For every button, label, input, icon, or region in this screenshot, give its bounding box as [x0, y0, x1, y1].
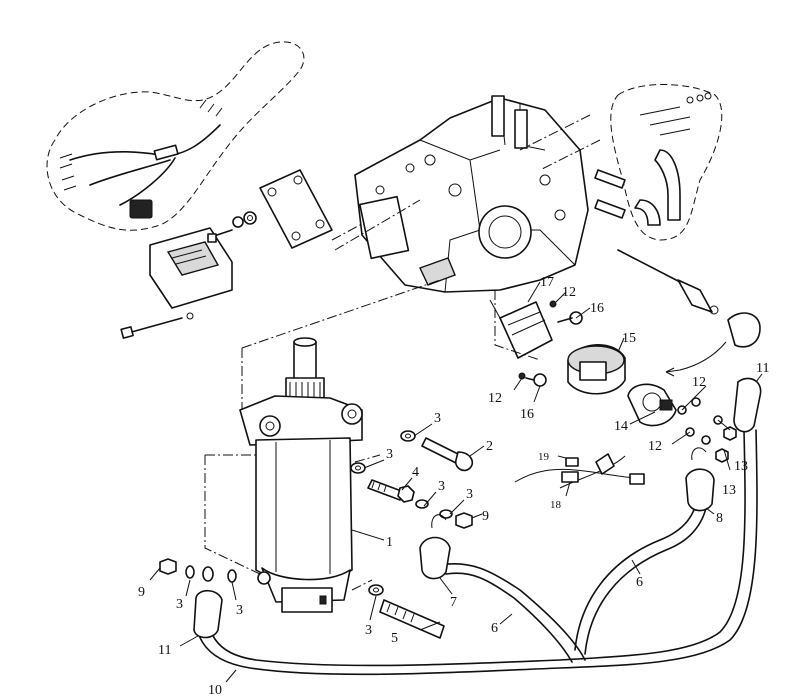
bracket-plate — [259, 169, 333, 249]
callout-11b: 11 — [756, 361, 769, 376]
callout-11a: 11 — [158, 643, 171, 658]
relay-bolt-16-lower — [518, 372, 547, 387]
callout-1: 1 — [386, 535, 393, 550]
wire-harness-group — [46, 41, 305, 231]
callout-17: 17 — [540, 275, 554, 290]
harness-terminals — [199, 99, 223, 117]
terminal-ring-left — [202, 566, 214, 582]
callout-3a: 3 — [434, 411, 441, 426]
starter-relay-cover — [567, 344, 626, 395]
callout-2: 2 — [486, 439, 493, 454]
sensor-cap — [665, 312, 761, 377]
callout-5: 5 — [391, 631, 398, 646]
engine-block — [354, 95, 589, 293]
callout-18: 18 — [550, 499, 562, 511]
wire-harness-cable — [69, 124, 221, 206]
callout-6b: 6 — [636, 575, 643, 590]
relay-bracket — [489, 299, 553, 359]
callout-9b: 9 — [482, 509, 489, 524]
harness-plug — [129, 199, 153, 219]
callout-3g: 3 — [236, 603, 243, 618]
cable-boot-8 — [685, 447, 715, 512]
nut-9-left — [159, 558, 177, 575]
starter-motor — [239, 337, 363, 613]
callout-labels: 1 2 3 3 3 3 3 3 3 4 5 6 6 7 8 9 9 10 11 … — [138, 275, 769, 698]
alignment-lines — [204, 114, 601, 591]
callout-16b: 16 — [520, 407, 534, 422]
callout-8: 8 — [716, 511, 723, 526]
nut-9-right — [455, 512, 473, 529]
cable-boot-11-left — [193, 589, 223, 639]
relay-bolt-16-upper — [549, 300, 583, 325]
callout-7: 7 — [450, 595, 457, 610]
callout-19: 19 — [538, 451, 550, 463]
cable-6-left — [439, 562, 586, 663]
callout-9a: 9 — [138, 585, 145, 600]
callout-12d: 12 — [648, 439, 662, 454]
callout-12a: 12 — [562, 285, 576, 300]
washer-3-upper — [400, 430, 416, 442]
bracket-bolt-set — [207, 211, 257, 243]
washer-3-right-a — [415, 499, 429, 509]
callout-3b: 3 — [386, 447, 393, 462]
cable-boot-7 — [419, 514, 451, 580]
wire-harness-outline — [46, 41, 305, 231]
washer-3-left-a — [185, 565, 195, 579]
washer-3-lower — [368, 584, 384, 596]
cdi-unit — [149, 227, 233, 309]
callout-13a: 13 — [734, 459, 748, 474]
callout-14: 14 — [614, 419, 628, 434]
callout-13b: 13 — [722, 483, 736, 498]
bolt-2 — [421, 437, 474, 472]
leader-lines — [149, 281, 763, 683]
solenoid-washers-nuts — [677, 397, 737, 463]
callout-3c: 3 — [438, 479, 445, 494]
callout-3d: 3 — [466, 487, 473, 502]
cable-boot-11-right — [733, 377, 762, 433]
fuse-holder — [514, 453, 645, 489]
washer-3-mid — [350, 462, 366, 474]
cdi-bolt — [120, 312, 194, 339]
callout-3e: 3 — [365, 623, 372, 638]
callout-16a: 16 — [590, 301, 604, 316]
harness-connector-pins — [59, 153, 77, 191]
callout-15: 15 — [622, 331, 636, 346]
harness-sleeve — [153, 144, 179, 161]
callout-6a: 6 — [491, 621, 498, 636]
washer-3-left-b — [227, 569, 237, 583]
stud-5 — [379, 599, 445, 639]
battery-cable-10 — [195, 429, 758, 676]
callout-12b: 12 — [488, 391, 502, 406]
starter-solenoid — [627, 383, 677, 427]
callout-12c: 12 — [692, 375, 706, 390]
cable-6-right — [574, 494, 709, 655]
callout-10: 10 — [208, 683, 222, 698]
callout-4: 4 — [412, 465, 419, 480]
ignition-coil-group — [594, 84, 723, 241]
callout-3f: 3 — [176, 597, 183, 612]
sensor-switch — [617, 249, 719, 315]
